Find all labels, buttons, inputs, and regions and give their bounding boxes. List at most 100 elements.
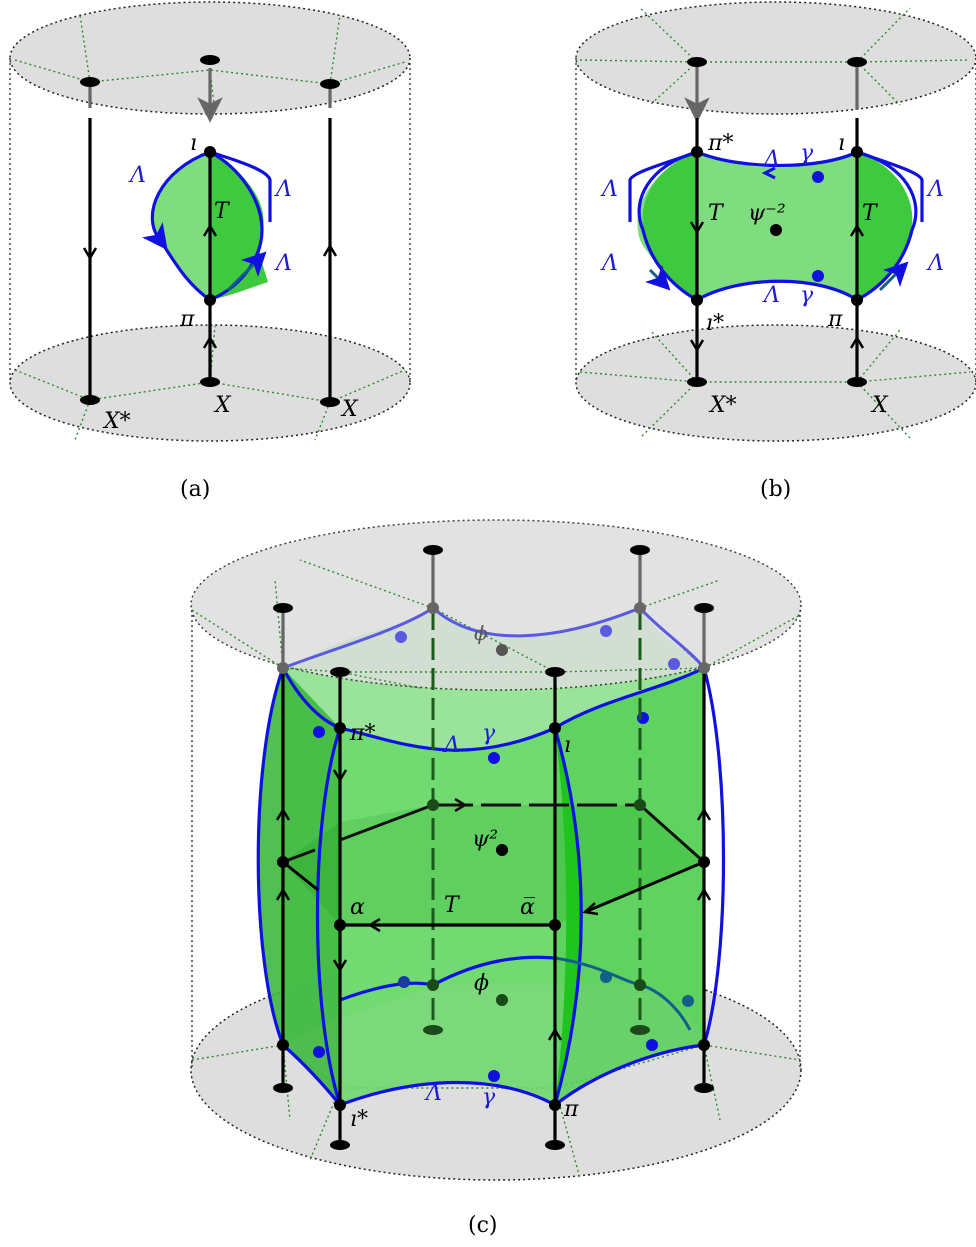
lambda-arrow bbox=[645, 265, 671, 291]
membrane-right-lobe bbox=[857, 152, 913, 300]
label-i: ı bbox=[838, 131, 845, 156]
label-pi: π bbox=[827, 307, 843, 332]
lambda-edge-bottom-left bbox=[281, 1043, 342, 1106]
label-lambda: Λ bbox=[600, 177, 618, 202]
arrows bbox=[275, 807, 712, 901]
lambda-arrow bbox=[761, 166, 776, 180]
vertex bbox=[320, 79, 340, 89]
node-pi-star bbox=[334, 722, 346, 734]
arrow-up bbox=[322, 243, 338, 257]
lambda-edge-bottom bbox=[696, 279, 858, 302]
label-alpha: α bbox=[350, 895, 365, 920]
lambda-edge bbox=[856, 150, 924, 222]
top-disk bbox=[575, 1, 976, 115]
gamma-dot bbox=[488, 1070, 500, 1082]
lambda-edge bbox=[142, 150, 211, 302]
node bbox=[277, 1039, 289, 1051]
label-lambda: Λ bbox=[424, 1081, 442, 1106]
arrow bbox=[582, 902, 599, 916]
label-T: T bbox=[708, 201, 725, 226]
node bbox=[427, 979, 439, 991]
label-X-star: X* bbox=[708, 393, 737, 418]
vertex bbox=[330, 667, 350, 677]
vertex bbox=[423, 1025, 443, 1035]
membrane-left bbox=[152, 152, 210, 300]
membrane-right-face bbox=[555, 668, 704, 1105]
vertex bbox=[273, 1083, 293, 1093]
lambda-edge-top-left bbox=[281, 667, 341, 730]
top-disk-graph bbox=[191, 559, 801, 689]
bottom-disk-graph bbox=[579, 329, 971, 439]
label-lambda: Λ bbox=[762, 283, 780, 308]
phi-dot bbox=[496, 994, 508, 1006]
lambda-edge bbox=[637, 150, 698, 302]
label-phi: ϕ bbox=[474, 621, 488, 645]
lambda-arrow bbox=[226, 251, 267, 292]
caption-a: (a) bbox=[180, 477, 210, 502]
label-lambda: Λ bbox=[926, 251, 944, 276]
label-lambda: Λ bbox=[128, 163, 146, 188]
vertex bbox=[630, 1025, 650, 1035]
label-pi-star: π* bbox=[349, 721, 375, 746]
label-psi: ψ⁻² bbox=[748, 201, 786, 226]
arrow-down bbox=[689, 221, 705, 235]
label-i-star: ı* bbox=[350, 1107, 368, 1132]
label-i: ı bbox=[190, 131, 197, 156]
lambda-edge-top bbox=[696, 150, 858, 168]
vertex bbox=[423, 545, 443, 555]
label-T: T bbox=[862, 201, 879, 226]
lambda-edge bbox=[628, 150, 698, 222]
node bbox=[277, 856, 289, 868]
gamma-dot bbox=[668, 658, 680, 670]
label-X: X bbox=[340, 397, 359, 422]
gamma-dot bbox=[313, 726, 325, 738]
membrane-left-lobe bbox=[642, 152, 697, 300]
gamma-dot bbox=[395, 631, 407, 643]
node-pi bbox=[204, 294, 216, 306]
gamma-dot bbox=[812, 171, 824, 183]
label-i: ı bbox=[564, 733, 571, 758]
panel-a: ı π T X* X X Λ Λ Λ (a) bbox=[9, 1, 411, 502]
node-alpha-bar bbox=[549, 919, 561, 931]
arrow-down bbox=[82, 247, 98, 261]
label-psi: ψ² bbox=[472, 827, 498, 852]
membrane-front bbox=[340, 728, 555, 1105]
caption-b: (b) bbox=[760, 477, 791, 502]
gamma-dot bbox=[313, 1046, 325, 1058]
phi-dot bbox=[496, 644, 508, 656]
arrow-down bbox=[689, 339, 705, 353]
node-i bbox=[851, 146, 863, 158]
gamma-dot bbox=[600, 625, 612, 637]
lambda-edge-bottom-right bbox=[554, 1043, 705, 1107]
arrow-right bbox=[454, 797, 468, 813]
node bbox=[277, 662, 289, 674]
edge-back bbox=[639, 803, 705, 864]
label-pi: π bbox=[563, 1097, 579, 1122]
lambda-edge-left-inner bbox=[315, 727, 342, 1106]
node-pi-star bbox=[691, 146, 703, 158]
node bbox=[698, 856, 710, 868]
lambda-edge-right-inner bbox=[553, 727, 583, 1106]
label-phi: ϕ bbox=[474, 971, 489, 996]
arrows bbox=[332, 769, 563, 1041]
node-i bbox=[204, 146, 216, 158]
vertex bbox=[694, 1083, 714, 1093]
node-i-star bbox=[691, 294, 703, 306]
label-T: T bbox=[444, 893, 461, 918]
arrow-up bbox=[202, 335, 218, 349]
vertex bbox=[200, 55, 220, 65]
panel-c: π* ı α T α̅ ψ² ϕ ı* π ϕ Λ γ Λ γ (c) bbox=[190, 519, 802, 1238]
gamma-dot bbox=[488, 752, 500, 764]
node-pi bbox=[549, 1099, 561, 1111]
label-X: X bbox=[213, 393, 232, 418]
label-lambda: Λ bbox=[926, 177, 944, 202]
label-alpha-bar: α̅ bbox=[520, 895, 535, 920]
lambda-edge-right bbox=[702, 667, 726, 1046]
vertex bbox=[847, 57, 867, 67]
vertex bbox=[545, 1140, 565, 1150]
edge bbox=[282, 860, 319, 892]
vertex bbox=[847, 377, 867, 387]
node-pi bbox=[851, 294, 863, 306]
vertex bbox=[630, 545, 650, 555]
